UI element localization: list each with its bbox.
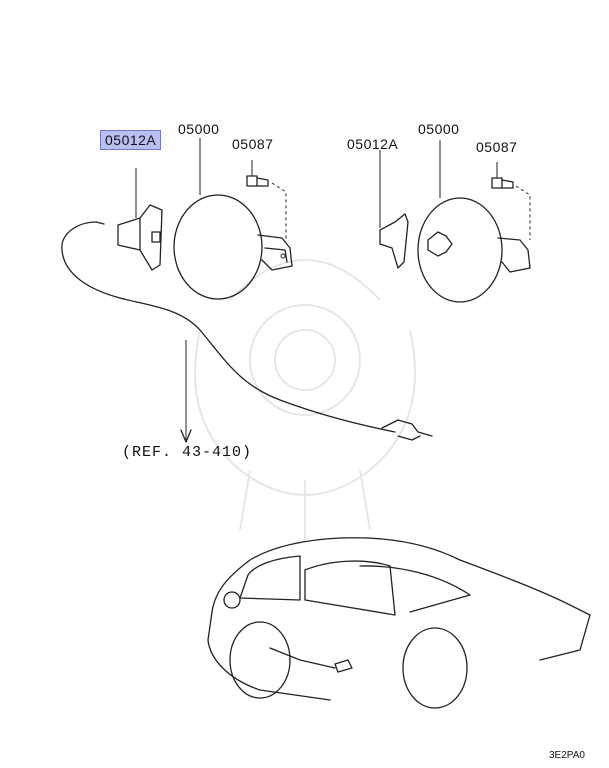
part-label-05087-right[interactable]: 05087 [476, 139, 518, 155]
screw-left [246, 160, 287, 240]
car-outline [207, 537, 591, 709]
figure-code: 3E2PA0 [549, 750, 585, 761]
release-cable [61, 221, 433, 443]
part-label-05000-left[interactable]: 05000 [178, 121, 220, 137]
lid-bracket-left [117, 168, 163, 271]
part-label-05000-right[interactable]: 05000 [418, 121, 460, 137]
screw-right [491, 162, 531, 240]
reference-label[interactable]: (REF. 43-410) [122, 444, 253, 461]
part-label-05012a-left[interactable]: 05012A [100, 130, 162, 150]
part-label-05012a-right[interactable]: 05012A [347, 136, 399, 152]
lid-bracket-right [379, 150, 409, 269]
fuel-cap-right [417, 140, 531, 303]
fuel-cap-left [173, 138, 293, 300]
watermark-emblem [194, 259, 416, 540]
part-label-05087-left[interactable]: 05087 [232, 136, 274, 152]
